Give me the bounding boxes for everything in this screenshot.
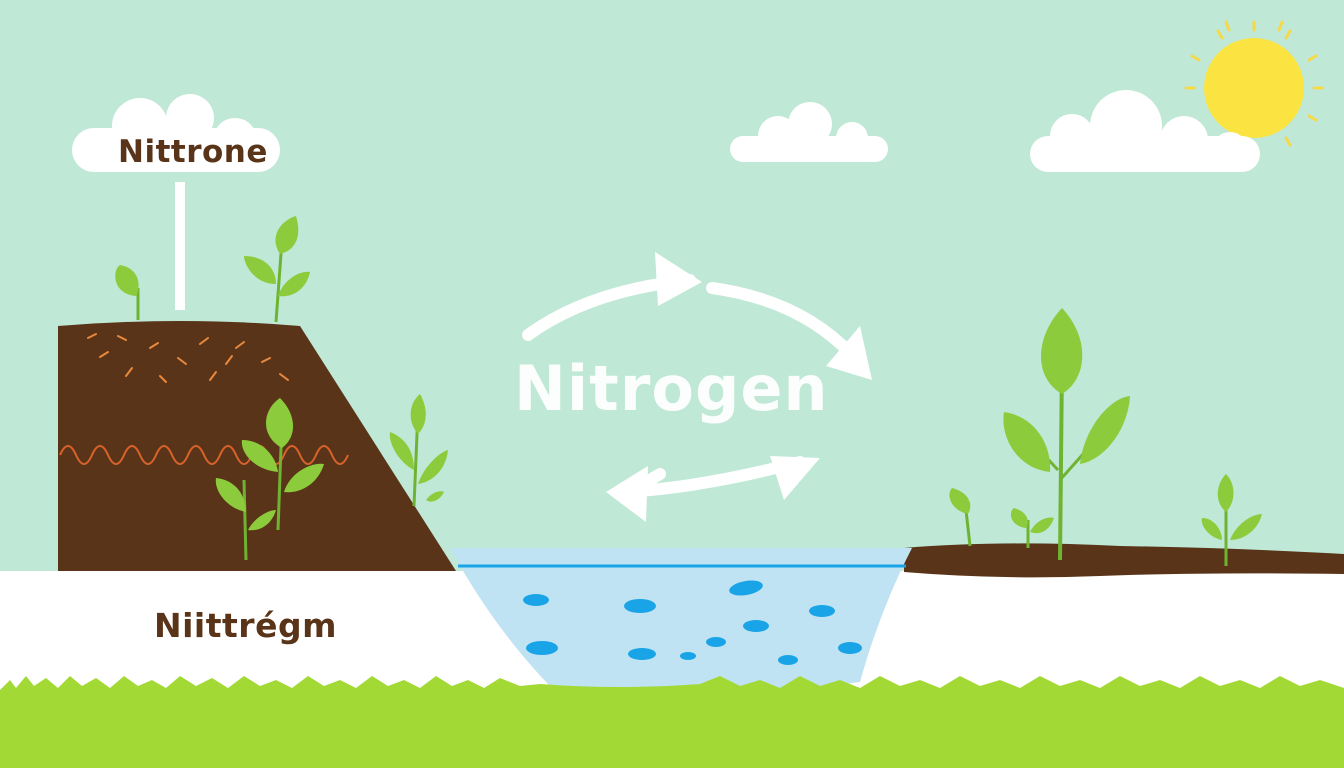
sprout-icon: [389, 394, 448, 507]
soil-strip: [904, 543, 1344, 578]
soil-roots: [87, 333, 289, 383]
cycle-arrowheads: [606, 252, 872, 522]
cloud-icon: [72, 94, 280, 172]
cloud-pole: [175, 182, 185, 310]
pond-bubbles: [523, 580, 862, 665]
cloud-icon: [730, 102, 888, 162]
sprout-icon: [949, 488, 972, 547]
center-label: Nitrogen: [514, 352, 829, 425]
cloud-icon: [1030, 90, 1260, 172]
ground-label: Niittrégm: [154, 606, 337, 645]
sprout-icon: [115, 265, 140, 320]
cloud-label: Nittrone: [118, 134, 268, 170]
pond: [450, 548, 912, 706]
grass-ground: [0, 676, 1344, 768]
sprout-icon: [1003, 308, 1130, 561]
sprout-icon: [1201, 474, 1262, 566]
sprout-icon: [1010, 508, 1054, 548]
sprout-icon: [244, 216, 310, 323]
sprout-icon: [215, 398, 324, 561]
soil-wave: [59, 445, 349, 465]
sun-icon: [1184, 20, 1324, 147]
